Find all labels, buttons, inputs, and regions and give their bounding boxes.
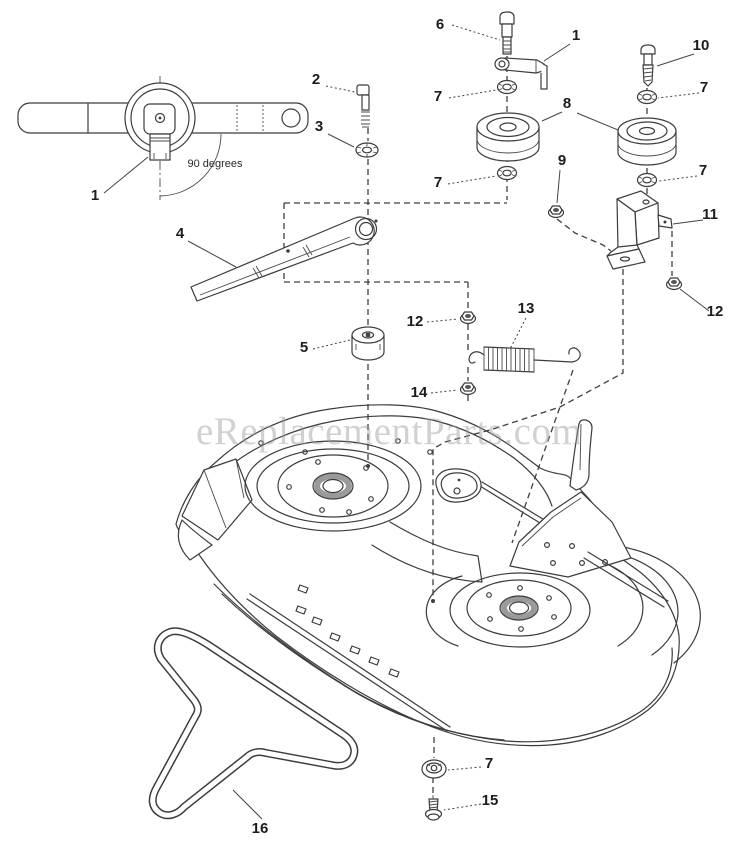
washer-7 <box>636 89 658 105</box>
callout-label-14: 14 <box>411 384 428 401</box>
deck-slots <box>295 584 400 678</box>
leader-line-13 <box>509 317 527 350</box>
callout-label-5: 5 <box>300 339 308 356</box>
callout-label-16: 16 <box>252 820 269 837</box>
washer-7 <box>636 172 658 188</box>
right-spindle <box>425 545 701 664</box>
callout-label-7: 7 <box>699 162 707 179</box>
pulley-8-left <box>476 112 540 162</box>
callout-label-9: 9 <box>558 152 566 169</box>
leader-line-5 <box>312 339 351 350</box>
leader-line-14 <box>430 389 459 394</box>
nut-9 <box>547 205 565 219</box>
angle-arc <box>159 133 222 197</box>
leader-line-6 <box>451 24 501 41</box>
callout-label-3: 3 <box>315 118 323 135</box>
leader-line-4 <box>187 240 237 268</box>
callout-label-1: 1 <box>572 27 580 44</box>
bracket-11 <box>606 190 673 270</box>
leader-line-16 <box>232 789 263 820</box>
blade-4 <box>190 216 378 302</box>
leader-line-2 <box>325 85 356 93</box>
callout-label-15: 15 <box>482 792 499 809</box>
nut-12 <box>459 311 477 325</box>
leader-line-15 <box>443 803 482 811</box>
callout-label-7: 7 <box>434 174 442 191</box>
deck-fin <box>569 419 593 491</box>
callout-label-6: 6 <box>436 16 444 33</box>
nut-14 <box>459 382 477 396</box>
leader-line-7 <box>447 175 497 185</box>
screw-15 <box>424 795 443 821</box>
leader-line-12 <box>426 318 459 323</box>
leader-line-7 <box>658 175 698 182</box>
leader-line-1 <box>103 156 149 194</box>
spring-13 <box>468 346 581 373</box>
callout-label-7: 7 <box>700 79 708 96</box>
callout-label-13: 13 <box>518 300 535 317</box>
washer-7 <box>496 165 518 181</box>
deck-pod <box>435 468 482 503</box>
leader-line-11 <box>672 219 704 225</box>
leader-line-7 <box>447 766 482 771</box>
callout-label-7: 7 <box>434 88 442 105</box>
leader-line-9 <box>556 169 561 204</box>
angle-note: 90 degrees <box>187 158 243 170</box>
nut-12 <box>665 277 683 291</box>
holder-stem <box>149 133 171 161</box>
leader-line-12 <box>679 288 710 312</box>
deck-left-flap <box>181 458 253 541</box>
callout-label-2: 2 <box>312 71 320 88</box>
watermark: eReplacementParts.com <box>196 410 582 453</box>
leader-line-8 <box>541 111 563 122</box>
callout-label-11: 11 <box>702 206 718 223</box>
mower-deck <box>175 404 701 747</box>
deck-hanger-bracket <box>509 419 669 608</box>
leader-line-1 <box>543 43 571 62</box>
callout-label-12: 12 <box>407 313 424 330</box>
bolt-2 <box>356 84 370 128</box>
leader-line-8 <box>576 112 619 131</box>
idler-arm-1 <box>494 57 548 90</box>
leader-line-3 <box>327 133 355 148</box>
callout-label-12: 12 <box>707 303 724 320</box>
spacer-5 <box>351 326 385 361</box>
leader-line-7 <box>657 92 700 99</box>
callout-label-4: 4 <box>176 225 185 242</box>
bolt-10 <box>640 44 656 87</box>
drive-belt <box>148 627 359 820</box>
blade-holder-assembly <box>17 76 309 200</box>
washer-7 <box>496 79 518 95</box>
callout-label-1: 1 <box>91 187 99 204</box>
nut-7-bottom <box>421 759 447 779</box>
bolt-6 <box>499 11 515 55</box>
leader-line-7 <box>448 89 497 99</box>
pulley-8-right <box>617 117 677 166</box>
left-spindle <box>244 440 422 532</box>
washer-3 <box>355 142 379 158</box>
leader-line-10 <box>656 53 695 67</box>
callout-label-10: 10 <box>693 37 710 54</box>
callout-label-8: 8 <box>563 95 571 112</box>
callout-label-7: 7 <box>485 755 493 772</box>
